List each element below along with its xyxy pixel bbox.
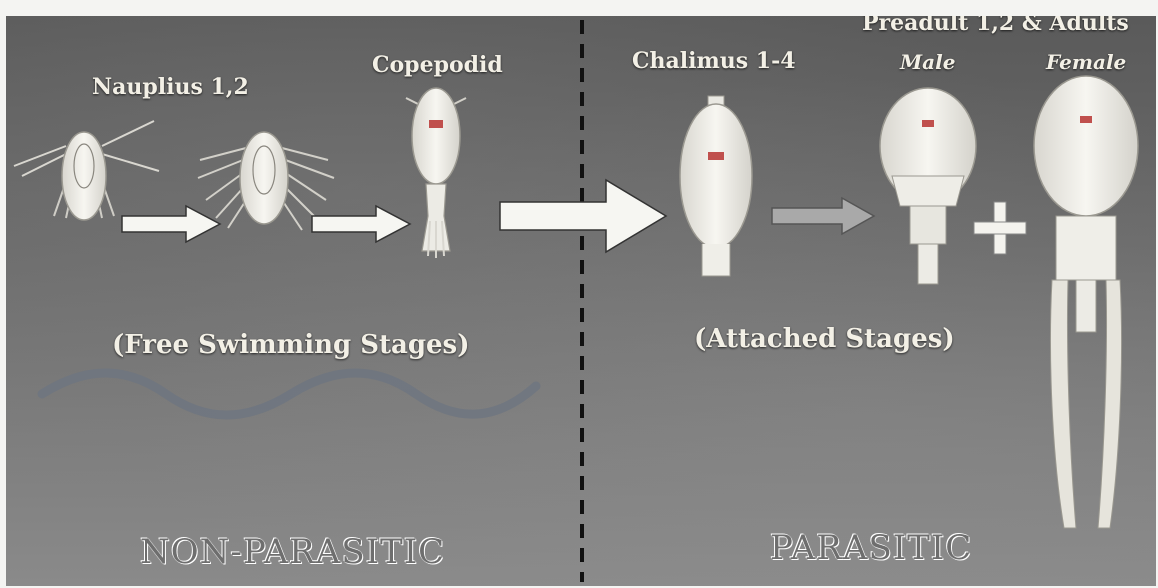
nauplius-icon: [14, 121, 159, 220]
arrow-icon: [122, 206, 220, 242]
plus-icon: [974, 202, 1026, 254]
nauplius-label: Nauplius 1,2: [92, 74, 249, 100]
diagram-title: Preadult 1,2 & Adults: [862, 16, 1129, 36]
arrow-icon: [312, 206, 410, 242]
arrow-icon: [772, 198, 874, 234]
female-louse-icon: [1034, 76, 1138, 528]
chalimus-label: Chalimus 1-4: [632, 48, 796, 74]
attached-label: (Attached Stages): [694, 324, 955, 354]
non-parasitic-label: NON-PARASITIC: [140, 532, 445, 572]
copepodid-icon: [406, 88, 466, 258]
life-cycle-artwork: [6, 16, 1156, 586]
male-louse-icon: [880, 88, 976, 284]
parasitic-label: PARASITIC: [770, 528, 972, 568]
wave-icon: [42, 373, 536, 415]
male-label: Male: [900, 50, 955, 74]
copepodid-label: Copepodid: [372, 52, 503, 78]
female-label: Female: [1046, 50, 1126, 74]
free-swimming-label: (Free Swimming Stages): [112, 330, 470, 360]
life-cycle-panel: Preadult 1,2 & Adults Nauplius 1,2 Copep…: [6, 16, 1156, 586]
chalimus-icon: [680, 96, 752, 276]
